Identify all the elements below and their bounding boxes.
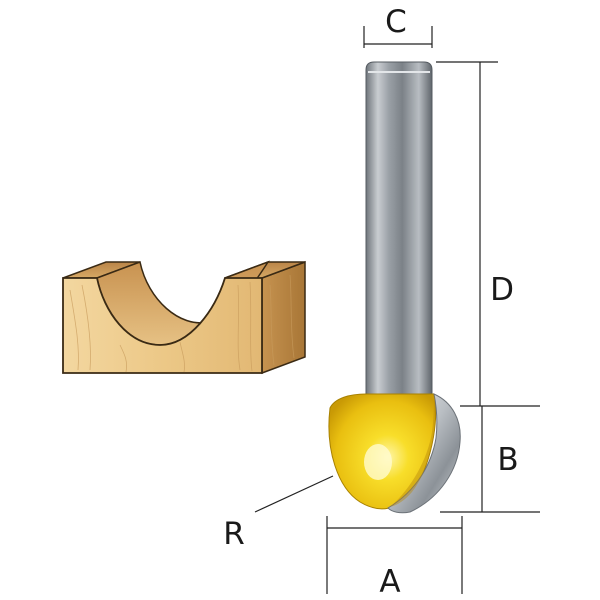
cutter-shadow xyxy=(390,394,436,507)
label-a: A xyxy=(379,564,400,600)
carbide-tip xyxy=(387,393,461,514)
label-b: B xyxy=(497,442,518,478)
bit-shank xyxy=(365,61,433,401)
label-c: C xyxy=(385,4,407,40)
dim-r-leader xyxy=(254,475,334,513)
label-r: R xyxy=(223,516,245,552)
wood-side-face xyxy=(261,260,306,375)
wood-grain xyxy=(69,274,295,373)
wood-profile-sample xyxy=(62,260,306,375)
label-d: D xyxy=(490,272,514,308)
dimension-labels: C D B A R xyxy=(223,4,518,600)
dimension-lines xyxy=(254,26,540,594)
router-bit xyxy=(328,61,461,514)
wood-front-face xyxy=(62,277,263,374)
cutter-highlight xyxy=(364,444,392,480)
